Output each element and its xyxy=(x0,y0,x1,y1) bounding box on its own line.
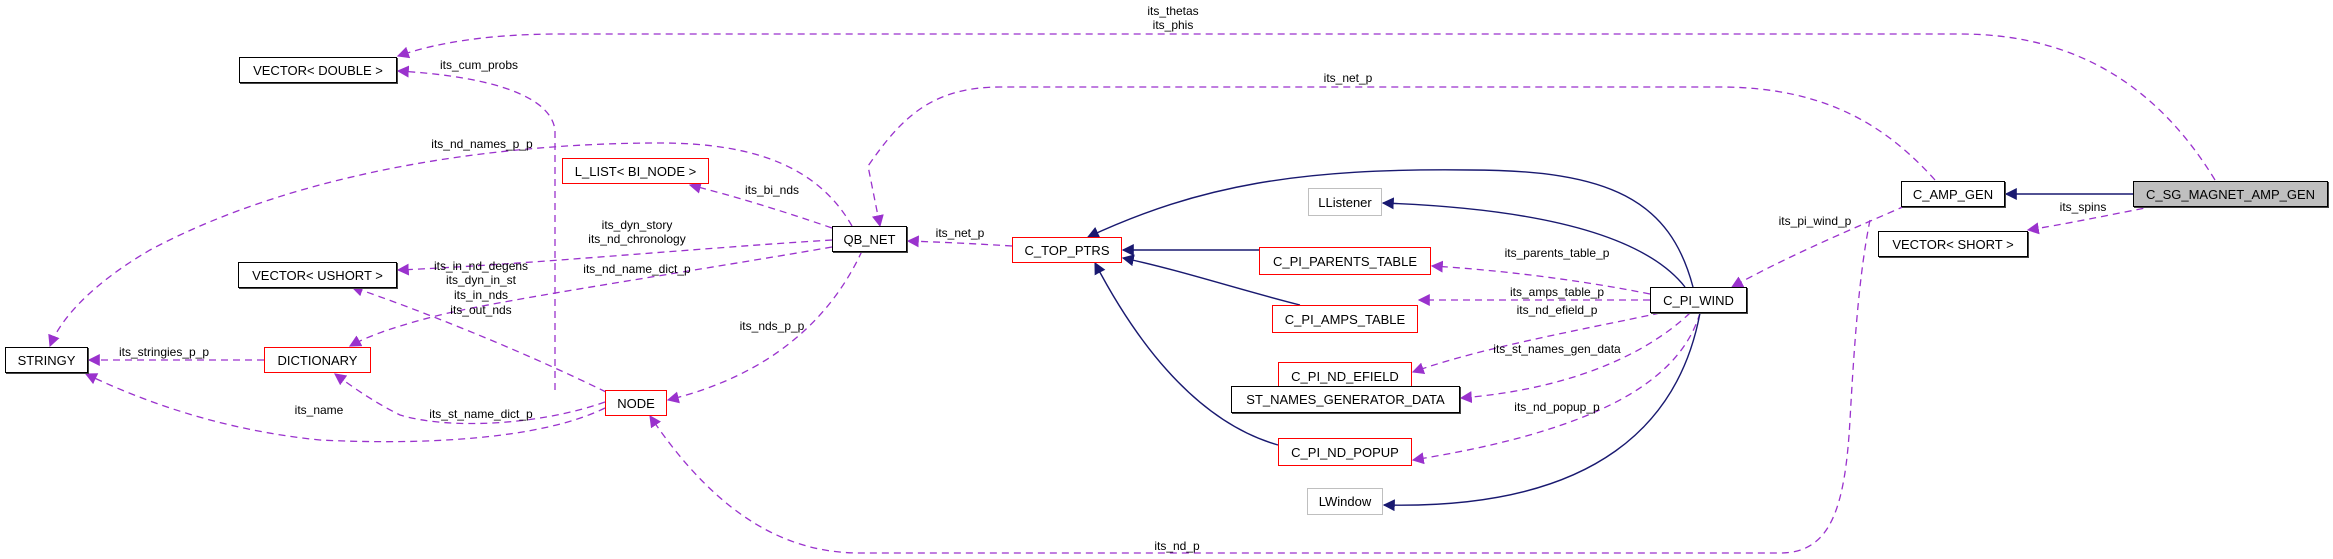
edge-its-name xyxy=(84,373,606,443)
label-its-dyn-in-st: its_dyn_in_st xyxy=(445,273,517,287)
edge-its-nd-p xyxy=(649,219,1871,554)
class-c-pi-amps-table[interactable]: C_PI_AMPS_TABLE xyxy=(1272,305,1418,333)
label-its-phis: its_phis xyxy=(1152,18,1194,32)
label-its-stringies-p-p: its_stringies_p_p xyxy=(118,345,210,359)
edge-inherit-wind-llistener xyxy=(1381,197,1686,288)
edge-its-dyn-story xyxy=(396,239,833,276)
label-its-pi-wind-p: its_pi_wind_p xyxy=(1778,214,1852,228)
label-its-in-nds: its_in_nds xyxy=(453,288,509,302)
label-its-nd-efield-p: its_nd_efield_p xyxy=(1516,303,1598,317)
edge-its-parents-table-p xyxy=(1430,260,1651,295)
class-c-pi-wind[interactable]: C_PI_WIND xyxy=(1650,287,1747,313)
label-its-spins: its_spins xyxy=(2059,200,2107,214)
label-its-out-nds: its_out_nds xyxy=(450,303,512,317)
class-node[interactable]: NODE xyxy=(605,390,667,416)
label-its-name: its_name xyxy=(294,403,344,417)
class-c-pi-nd-popup[interactable]: C_PI_ND_POPUP xyxy=(1278,438,1412,466)
class-vector-double[interactable]: VECTOR< DOUBLE > xyxy=(239,57,397,83)
label-its-st-name-dict-p: its_st_name_dict_p xyxy=(429,407,533,421)
edge-its-thetas-phis xyxy=(396,33,2216,181)
label-its-bi-nds: its_bi_nds xyxy=(744,183,800,197)
edge-inherit-nd-popup xyxy=(1094,261,1279,446)
edge-its-cum-probs xyxy=(396,65,556,390)
edge-its-st-names-gen-data xyxy=(1459,312,1691,404)
edge-inherit-wind-top-ptrs xyxy=(1086,169,1694,288)
edge-its-net-p-amp xyxy=(867,86,1936,228)
class-vector-short[interactable]: VECTOR< SHORT > xyxy=(1878,231,2028,257)
label-its-parents-table-p: its_parents_table_p xyxy=(1504,246,1610,260)
label-its-dyn-story: its_dyn_story xyxy=(601,218,673,232)
label-its-nd-names-p-p: its_nd_names_p_p xyxy=(431,137,533,151)
class-c-sg-magnet-amp-gen: C_SG_MAGNET_AMP_GEN xyxy=(2133,181,2328,207)
edge-its-bi-nds xyxy=(688,181,833,229)
edge-its-nd-names-p-p xyxy=(48,142,853,348)
class-lwindow[interactable]: LWindow xyxy=(1307,488,1383,515)
edge-its-in-nd-degens xyxy=(350,284,607,393)
label-its-nd-chronology: its_nd_chronology xyxy=(588,232,686,246)
class-l-list-bi-node[interactable]: L_LIST< BI_NODE > xyxy=(562,158,709,184)
class-c-top-ptrs[interactable]: C_TOP_PTRS xyxy=(1012,237,1122,263)
edge-its-nd-name-dict-p xyxy=(348,246,833,347)
edge-inherit-amps-table xyxy=(1121,254,1301,306)
class-qb-net[interactable]: QB_NET xyxy=(832,226,907,252)
class-stringy[interactable]: STRINGY xyxy=(5,347,88,373)
label-its-cum-probs: its_cum_probs xyxy=(439,58,519,72)
class-st-names-generator-data[interactable]: ST_NAMES_GENERATOR_DATA xyxy=(1231,386,1460,413)
label-its-nd-popup-p: its_nd_popup_p xyxy=(1514,400,1600,414)
edge-its-net-p xyxy=(906,235,1013,248)
label-its-nds-p-p: its_nds_p_p xyxy=(739,319,805,333)
label-its-st-names-gen-data: its_st_names_gen_data xyxy=(1493,342,1621,356)
class-llistener[interactable]: LListener xyxy=(1308,188,1382,216)
edge-its-nds-p-p xyxy=(666,250,863,404)
class-vector-ushort[interactable]: VECTOR< USHORT > xyxy=(238,262,397,288)
label-its-amps-table-p: its_amps_table_p xyxy=(1509,285,1605,299)
edge-its-nd-popup-p xyxy=(1411,312,1701,465)
edge-its-spins xyxy=(2026,205,2156,235)
class-dictionary[interactable]: DICTIONARY xyxy=(264,347,371,373)
label-its-nd-name-dict-p: its_nd_name_dict_p xyxy=(583,262,691,276)
label-its-in-nd-degens: its_in_nd_degens xyxy=(433,259,529,273)
edge-its-st-name-dict-p xyxy=(334,373,606,425)
class-c-pi-parents-table[interactable]: C_PI_PARENTS_TABLE xyxy=(1259,247,1431,275)
label-its-thetas: its_thetas xyxy=(1147,4,1199,18)
label-its-net-p: its_net_p xyxy=(935,226,985,240)
class-c-amp-gen[interactable]: C_AMP_GEN xyxy=(1901,181,2005,207)
edge-inherit-wind-lwindow xyxy=(1382,312,1701,512)
label-its-net-p-top: its_net_p xyxy=(1323,71,1373,85)
label-its-nd-p: its_nd_p xyxy=(1154,539,1200,553)
